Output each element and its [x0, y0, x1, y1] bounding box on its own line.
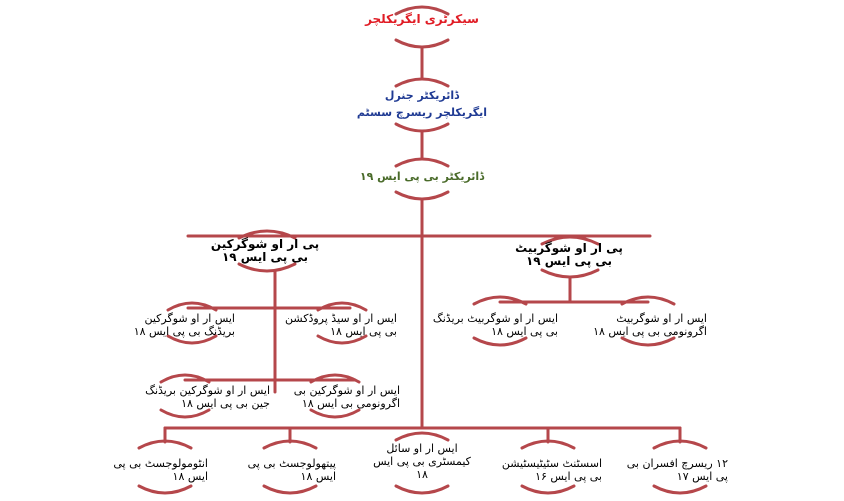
pro-sugarcane-bracket [237, 229, 297, 273]
entomologist-label: انٹومولوجسٹ بی پی ایس ۱۸ [108, 457, 208, 483]
research-officers-label: ۱۲ ریسرچ افسران بی پی ایس ۱۷ [626, 457, 728, 483]
pro-sugarbeet-title: پی ار او شوگربیٹ [515, 241, 623, 255]
pro-sugarcane-label: پی ار او شوگرکین بی پی ایس ۱۹ [206, 238, 324, 264]
sro-soil-chemistry-title: ایس ار او سائل [386, 442, 458, 455]
sro-sugarbeet-agronomy-label: ایس ار او شوگربیٹ اگرونومی بی پی ایس ۱۸ [582, 312, 707, 338]
sro-seed-production-bracket [316, 301, 368, 345]
sro-sugarcane-breeding-gene-label: ایس ار او شوگرکین بریڈنگ جین بی پی ایس ۱… [128, 384, 270, 410]
sro-seed-production-title: ایس ار او سیڈ پروڈکشن [285, 312, 397, 325]
sro-seed-production-grade: بی پی ایس ۱۸ [330, 325, 397, 338]
pathologist-grade: ایس ۱۸ [300, 470, 336, 483]
sro-sugarbeet-breeding-grade: بی پی ایس ۱۸ [491, 325, 558, 338]
research-officers-grade: پی ایس ۱۷ [676, 470, 728, 483]
sro-seed-production-label: ایس ار او سیڈ پروڈکشن بی پی ایس ۱۸ [282, 312, 397, 338]
pro-sugarcane-title: پی ار او شوگرکین [210, 237, 320, 251]
pro-sugarbeet-label: پی ار او شوگربیٹ بی پی ایس ۱۹ [510, 242, 628, 268]
pro-sugarbeet-grade: بی پی ایس ۱۹ [525, 254, 613, 268]
pathologist-title: پیتھولوجسٹ بی پی [247, 457, 336, 470]
research-officers-title: ۱۲ ریسرچ افسران بی [626, 457, 728, 470]
sro-sugarcane-breeding-label: ایس ار او شوگرکین بریڈنگ بی پی ایس ۱۸ [130, 312, 235, 338]
secretary-agriculture-label: سیکرٹری ایگریکلچر [340, 13, 504, 26]
sro-sugarbeet-breeding-bracket [472, 295, 528, 347]
sro-sugarcane-agronomy-bracket [309, 373, 361, 419]
pro-sugarcane-grade: بی پی ایس ۱۹ [221, 250, 309, 264]
entomologist-title: انٹومولوجسٹ بی پی [113, 457, 208, 470]
sro-sugarcane-breeding-title: ایس ار او شوگرکین [144, 312, 235, 325]
sro-sugarcane-agronomy-grade: اگرونومی بی ایس ۱۸ [301, 397, 400, 410]
sro-sugarcane-breeding-gene-title: ایس ار او شوگرکین بریڈنگ [145, 384, 270, 397]
sro-soil-chemistry-subtitle: کیمسٹری بی پی ایس [373, 455, 471, 468]
assistant-statistician-grade: بی پی ایس ۱۶ [535, 470, 602, 483]
sro-sugarbeet-agronomy-grade: اگرونومی بی پی ایس ۱۸ [593, 325, 707, 338]
sro-sugarcane-breeding-grade: بریڈنگ بی پی ایس ۱۸ [133, 325, 235, 338]
director-title: ڈائریکٹر بی پی ایس ۱۹ [359, 170, 485, 183]
secretary-agriculture-title: سیکرٹری ایگریکلچر [365, 12, 479, 26]
sro-sugarbeet-agronomy-title: ایس ار او شوگربیٹ [616, 312, 707, 325]
sro-sugarcane-agronomy-title: ایس ار او شوگرکین بی [293, 384, 400, 397]
sro-sugarcane-breeding-gene-grade: جین بی پی ایس ۱۸ [181, 397, 270, 410]
pathologist-label: پیتھولوجسٹ بی پی ایس ۱۸ [236, 457, 336, 483]
sro-sugarbeet-agronomy-bracket [620, 295, 676, 347]
sro-sugarbeet-breeding-label: ایس ار او شوگربیٹ بریڈنگ بی پی ایس ۱۸ [425, 312, 558, 338]
director-general-subtitle: ایگریکلچر ریسرچ سسٹم [356, 106, 488, 119]
sro-sugarcane-breeding-gene-bracket [159, 373, 211, 419]
assistant-statistician-label: اسسٹنٹ سٹیٹیسٹیشن بی پی ایس ۱۶ [484, 457, 602, 483]
sro-soil-chemistry-grade: ۱۸ [416, 468, 428, 481]
director-general-title: ڈائریکٹر جنرل [384, 89, 460, 102]
entomologist-grade: ایس ۱۸ [172, 470, 208, 483]
sro-sugarcane-agronomy-label: ایس ار او شوگرکین بی اگرونومی بی ایس ۱۸ [282, 384, 400, 410]
sro-sugarbeet-breeding-title: ایس ار او شوگربیٹ بریڈنگ [432, 312, 558, 325]
sro-soil-chemistry-label: ایس ار او سائل کیمسٹری بی پی ایس ۱۸ [367, 442, 477, 481]
director-general-label: ڈائریکٹر جنرل ایگریکلچر ریسرچ سسٹم [330, 89, 514, 119]
sro-soil-chemistry-bracket [394, 431, 450, 495]
sro-sugarcane-breeding-bracket [166, 301, 218, 345]
director-label: ڈائریکٹر بی پی ایس ۱۹ [330, 170, 514, 183]
assistant-statistician-title: اسسٹنٹ سٹیٹیسٹیشن [501, 457, 602, 470]
